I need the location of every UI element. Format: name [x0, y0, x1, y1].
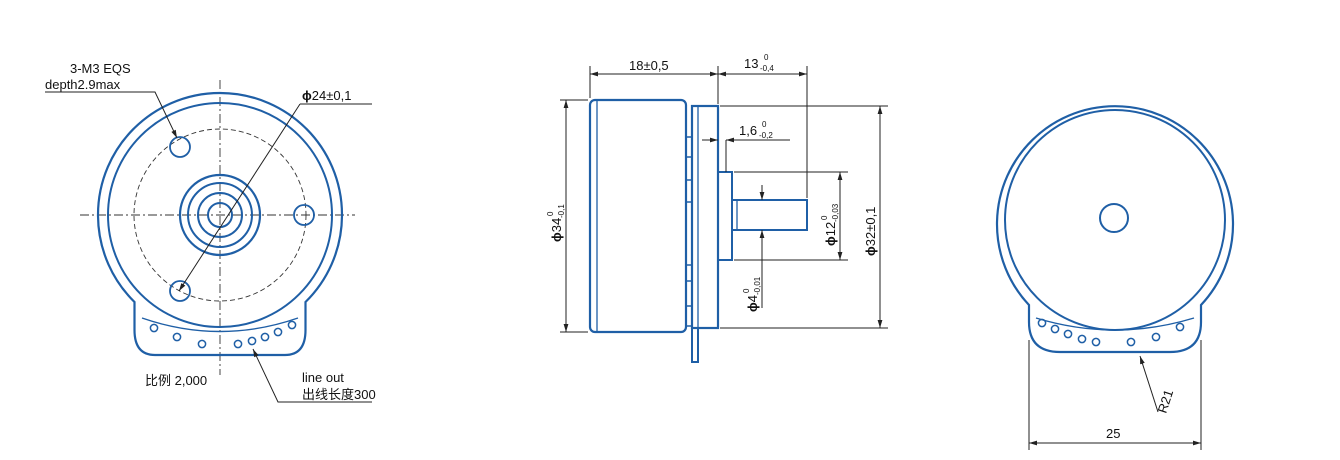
rear-housing-outline	[995, 105, 1235, 354]
boss-dia-label-group: ϕ12 0 -0,03	[820, 203, 840, 246]
line-out-length-label: 出线长度300	[302, 387, 376, 402]
radius-label-group: R21	[1155, 388, 1177, 415]
rear-tab-inner-line	[1035, 317, 1195, 331]
shaft-length-tol-upper: 0	[764, 53, 769, 62]
front-housing-outline	[96, 91, 344, 357]
front-hub-bore	[197, 192, 243, 238]
mounting-hole-right	[293, 204, 315, 226]
front-view: 3-M3 EQS depth2.9max ϕ24±0,1 比例 2,000 li…	[45, 61, 376, 403]
shaft-dia-tol-lower: -0,01	[753, 276, 762, 295]
mounting-hole-upper-left	[169, 136, 191, 158]
front-pcd-circle	[133, 128, 307, 302]
scale-label: 比例 2,000	[145, 373, 207, 388]
pcd-label: ϕ24±0,1	[302, 88, 351, 103]
pcd-dimension-line	[178, 103, 301, 292]
body-dia-tol-upper: 0	[546, 211, 555, 216]
mounting-hole-lower-left	[169, 280, 191, 302]
shaft-length-tol-lower: -0,4	[760, 64, 774, 73]
rear-wire-pads	[1037, 318, 1185, 347]
side-flange-plate	[690, 104, 720, 330]
front-hub-outer	[178, 173, 262, 257]
shaft-dia-tol-upper: 0	[742, 288, 751, 293]
front-hub-ring	[187, 182, 253, 248]
flange-thickness-tol-lower: -0,2	[759, 131, 773, 140]
body-dia-label: ϕ34	[549, 218, 564, 242]
boss-dia-label: ϕ12	[823, 222, 838, 246]
body-dia-tol-lower: -0,1	[557, 204, 566, 218]
front-tab-inner-line	[141, 317, 299, 333]
body-dia-label-group: ϕ34 0 -0,1	[546, 204, 566, 242]
side-shaft	[731, 199, 808, 231]
rear-shaft-hole	[1099, 203, 1129, 233]
front-housing-inner-ring	[107, 102, 333, 328]
shaft-dia-label: ϕ4	[745, 295, 760, 312]
flange-dia-label: ϕ32±0,1	[863, 207, 878, 256]
hole-note-leader	[45, 91, 178, 139]
flange-thickness-label: 1,6	[739, 123, 757, 138]
side-boss	[717, 171, 733, 261]
hole-note-line2: depth2.9max	[45, 77, 121, 92]
body-length-label: 18±0,5	[629, 58, 669, 73]
width-label: 25	[1106, 426, 1120, 441]
boss-dia-tol-upper: 0	[820, 215, 829, 220]
radius-leader	[1139, 355, 1159, 413]
side-bottom-tab	[691, 328, 699, 363]
side-motor-body	[588, 98, 688, 334]
front-wire-pads	[149, 320, 297, 349]
flange-thickness-tol-upper: 0	[762, 120, 767, 129]
line-out-leader	[252, 348, 372, 403]
flange-dia-label-group: ϕ32±0,1	[863, 207, 878, 256]
boss-dia-tol-lower: -0,03	[831, 203, 840, 222]
radius-label: R21	[1155, 388, 1177, 415]
line-out-label: line out	[302, 370, 344, 385]
side-view: 18±0,5 13 0 -0,4 1,6 0 -0,2 ϕ34 0 -0,1 ϕ…	[546, 53, 888, 363]
rear-view: R21 25	[995, 105, 1235, 450]
rear-housing-inner-ring	[1004, 109, 1226, 331]
shaft-length-label: 13	[744, 56, 758, 71]
shaft-dia-label-group: ϕ4 0 -0,01	[742, 276, 762, 312]
hole-note-line1: 3-M3 EQS	[70, 61, 131, 76]
